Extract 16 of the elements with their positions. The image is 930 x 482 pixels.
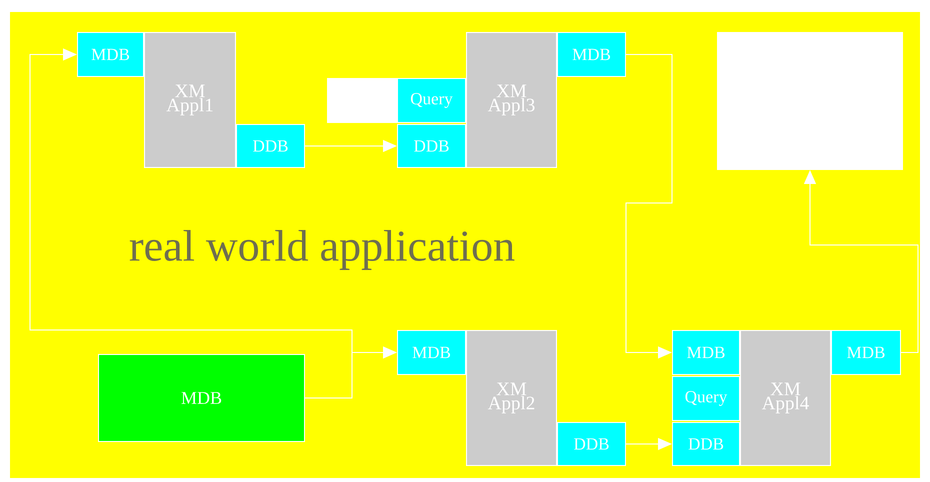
port-box: Query — [397, 78, 466, 123]
source-box: MDB — [98, 354, 305, 442]
port-box: MDB — [77, 32, 144, 77]
port-box: MDB — [672, 330, 740, 375]
port-box: MDB — [557, 32, 626, 77]
diagram-label: real world application — [130, 230, 514, 270]
blank-box — [327, 78, 397, 123]
port-box: DDB — [236, 124, 305, 168]
port-box: DDB — [557, 422, 626, 466]
port-box: DDB — [397, 124, 466, 168]
arrow — [30, 48, 352, 398]
port-box: MDB — [831, 330, 901, 375]
port-box: DDB — [672, 422, 740, 466]
port-box: Query — [672, 376, 740, 421]
blank-box — [717, 32, 903, 170]
port-box: MDB — [397, 330, 466, 375]
